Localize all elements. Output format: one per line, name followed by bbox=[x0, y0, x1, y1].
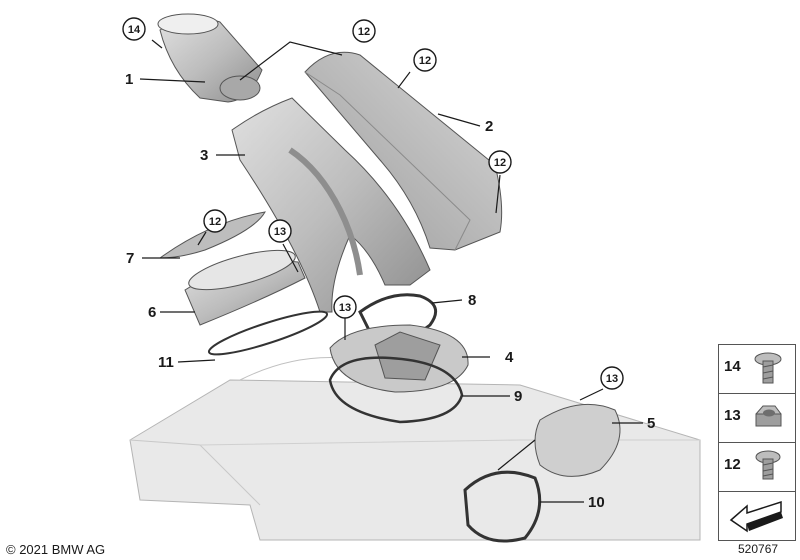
legend-number: 14 bbox=[724, 358, 741, 375]
legend-cell-14: 14 bbox=[718, 344, 796, 394]
legend-cell-13: 13 bbox=[718, 393, 796, 443]
circle-callout-12-b: 12 bbox=[413, 48, 437, 72]
legend-cell-arrow bbox=[718, 491, 796, 541]
svg-text:12: 12 bbox=[419, 55, 431, 67]
circle-callout-12-a: 12 bbox=[352, 19, 376, 43]
callout-1: 1 bbox=[125, 71, 133, 88]
callout-8: 8 bbox=[468, 292, 476, 309]
callout-3: 3 bbox=[200, 147, 208, 164]
svg-text:12: 12 bbox=[358, 26, 370, 38]
svg-text:13: 13 bbox=[274, 226, 286, 238]
callout-numbers: 1 2 3 4 5 6 7 8 9 10 11 bbox=[125, 71, 655, 511]
arrow-icon bbox=[729, 500, 783, 533]
leader-lines bbox=[139, 39, 643, 503]
legend-number: 13 bbox=[724, 407, 741, 424]
hex-nut-icon bbox=[755, 405, 782, 427]
legend-number: 12 bbox=[724, 456, 741, 473]
circle-callout-13-c: 13 bbox=[600, 366, 624, 390]
callout-5: 5 bbox=[647, 415, 655, 432]
svg-text:12: 12 bbox=[209, 216, 221, 228]
small-parts-legend: 14 13 12 bbox=[718, 344, 796, 542]
part-5-round-cover bbox=[534, 403, 621, 477]
part-1-intake-funnel bbox=[157, 13, 263, 103]
part-11-seal bbox=[207, 310, 329, 356]
part-9-flange-seal bbox=[328, 356, 464, 424]
callout-7: 7 bbox=[126, 250, 134, 267]
part-3-duct-channel bbox=[231, 97, 431, 313]
callout-11: 11 bbox=[158, 354, 174, 371]
part-6-housing-ring bbox=[184, 249, 306, 326]
part-7-gasket bbox=[158, 211, 266, 259]
copyright-text: © 2021 BMW AG bbox=[6, 542, 106, 557]
circled-callouts: 14 12 12 12 12 13 13 13 bbox=[122, 17, 624, 390]
part-2-duct-cover bbox=[304, 51, 503, 251]
callout-4: 4 bbox=[505, 349, 514, 366]
svg-text:12: 12 bbox=[494, 157, 506, 169]
svg-text:13: 13 bbox=[606, 373, 618, 385]
svg-text:13: 13 bbox=[339, 302, 351, 314]
circle-callout-13-b: 13 bbox=[333, 295, 357, 319]
screw-icon bbox=[754, 352, 782, 384]
callout-9: 9 bbox=[514, 388, 522, 405]
screw-icon bbox=[755, 450, 781, 480]
circle-callout-13-a: 13 bbox=[268, 219, 292, 243]
circle-callout-12-c: 12 bbox=[488, 150, 512, 174]
circle-callout-12-d: 12 bbox=[203, 209, 227, 233]
callout-10: 10 bbox=[588, 494, 605, 511]
callout-6: 6 bbox=[148, 304, 156, 321]
part-10-cover-seal bbox=[463, 470, 542, 543]
svg-text:14: 14 bbox=[128, 24, 141, 36]
callout-2: 2 bbox=[485, 118, 493, 135]
diagram-id: 520767 bbox=[738, 542, 779, 556]
circle-callout-14: 14 bbox=[122, 17, 146, 41]
legend-cell-12: 12 bbox=[718, 442, 796, 492]
